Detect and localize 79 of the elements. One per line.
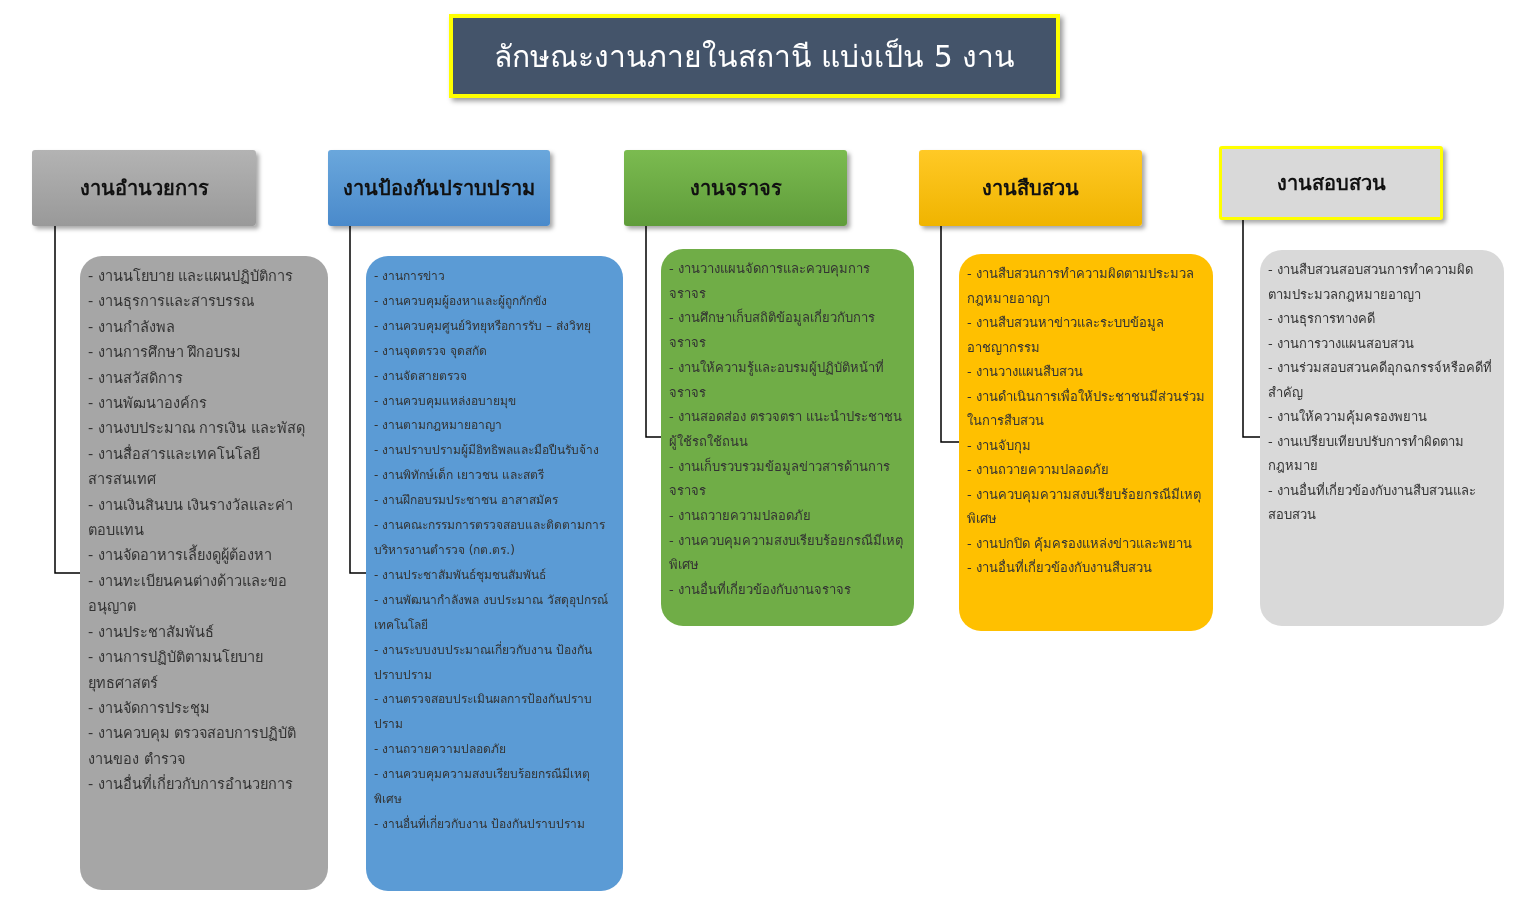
header-box [624,150,847,226]
list-item: - งานอื่นที่เกี่ยวข้องกับงานสืบสวนและสอบสวน [1268,481,1477,524]
list-item: - งานนโยบาย และแผนปฏิบัติการ [88,267,295,286]
header-box [1219,146,1443,220]
list-item: - งานปราบปรามผู้มีอิทธิพลและมือปืนรับจ้าง [374,442,601,460]
list-item: - งานฝึกอบรมประชาชน อาสาสมัคร [374,492,559,510]
list-item: - งานธุรการทางคดี [1268,310,1376,329]
header-label: งานอำนวยการ [79,175,209,202]
connector-line [645,225,662,438]
list-item: - งานให้ความคุ้มครองพยาน [1268,408,1428,427]
list-item: - งานเปรียบเทียบปรับการทำผิดตามกฎหมาย [1268,432,1465,475]
list-box [366,256,623,891]
list-item: - งานสื่อสารและเทคโนโลยีสารสนเทศ [88,443,261,490]
header-label: งานสืบสวน [982,175,1079,202]
list-item: - งานจัดอาหารเลี้ยงดูผู้ต้องหา [88,543,320,569]
list-item: - งานควบคุม ตรวจสอบการปฏิบัติงานของ ตำรวจ [88,724,298,769]
list-box [661,249,914,626]
header-box [328,150,550,226]
list-item: - งานตรวจสอบประเมินผลการป้องกันปราบปราม [374,691,594,734]
list-item: - งานการศึกษา ฝึกอบรม [88,343,243,363]
list-item: - งานควบคุมแหล่งอบายมุข [374,392,518,411]
list-item: - งานพิทักษ์เด็ก เยาวชน และสตรี [374,466,545,485]
list-item: - งานระบบงบประมาณเกี่ยวกับงาน ป้องกันปราบปราม [374,640,593,684]
header-box [32,150,256,226]
list-item: - งานเก็บรวบรวมข้อมูลข่าวสารด้านการจราจร [669,456,891,501]
list-item: - งานอื่นที่เกี่ยวข้องกับงานจราจร [669,580,852,600]
list-item: - งานงบประมาณ การเงิน และพัสดุ [88,419,307,439]
list-item: - งานศึกษาเก็บสถิติข้อมูลเกี่ยวกับการจราจร [669,307,876,353]
list-item: - งานสืบสวนการทำความผิดตามประมวลกฎหมายอาญา [967,265,1195,308]
list-item: - งานเงินสินบน เงินรางวัลและค่าตอบแทน [88,495,295,541]
list-item: - งานร่วมสอบสวนคดีอุกฉกรรจ์หรือคดีที่สำคัญ [1268,358,1493,402]
list-item: - งานถวายความปลอดภัย [967,461,1110,479]
list-item: - งานสืบสวนสอบสวนการทำความผิดตามประมวลกฎหมายอาญา [1268,261,1474,304]
list-item: - งานควบคุมความสงบเรียบร้อยกรณีมีเหตุพิเศษ [967,485,1202,528]
list-item: - งานจุดตรวจ จุดสกัด [374,342,488,361]
header-box [919,150,1142,226]
list-item: - งานการวางแผนสอบสวน [1268,334,1415,353]
list-box [80,256,328,890]
header-label: งานป้องกันปราบปราม [343,175,535,202]
header-label: งานจราจร [689,175,782,202]
list-item: - งานพัฒนากำลังพล งบประมาณ วัสดุอุปกรณ์เทคโนโลยี [374,591,609,634]
list-item: - งานการข่าว [374,268,447,285]
list-item: - งานการปฏิบัติตามนโยบายยุทธศาสตร์ [88,648,264,694]
list-item: - งานธุรการและสารบรรณ [88,292,255,312]
list-item: - งานจัดสายตรวจ [374,367,469,385]
header-label: งานสอบสวน [1276,170,1386,197]
list-item: - งานสืบสวนหาข่าวและระบบข้อมูลอาชญากรรม [967,314,1165,357]
list-item: - งานจัดการประชุม [88,698,211,719]
list-box [959,254,1213,631]
list-item: - งานตามกฎหมายอาญา [374,417,504,435]
title-banner: ลักษณะงานภายในสถานี แบ่งเป็น 5 งาน [449,14,1060,98]
connector-line [349,225,367,574]
list-item: - งานพัฒนาองค์กร [88,394,208,414]
list-item: - งานควบคุมความสงบเรียบร้อยกรณีมีเหตุพิเศษ [669,531,904,575]
list-item: - งานสวัสดิการ [88,368,184,388]
list-item: - งานสอดส่อง ตรวจตรา แนะนำประชาชนผู้ใช้รถใช้ถนน [669,408,904,452]
list-item: - งานถวายความปลอดภัย [374,741,508,759]
list-item: - งานอื่นที่เกี่ยวข้องกับงานสืบสวน [967,558,1153,577]
list-item: - งานอื่นที่เกี่ยวกับงาน ป้องกันปราบปราม [374,814,586,833]
list-box [1260,250,1504,626]
list-item: - งานควบคุมผู้องหาและผู้ถูกกักขัง [374,292,549,311]
list-item: - งานดำเนินการเพื่อให้ประชาชนมีส่วนร่วมในการสืบสวน [967,387,1205,430]
list-item: - งานปกปิด คุ้มครองแหล่งข่าวและพยาน [967,534,1193,554]
list-item: - งานวางแผนจัดการและควบคุมการจราจร [669,260,871,303]
list-item: - งานจับกุม [967,436,1032,456]
connector-line [940,225,960,443]
list-item: - งานกำลังพล [88,317,176,337]
list-item: - งานถวายความปลอดภัย [669,507,812,526]
list-item: - งานควบคุมความสงบเรียบร้อยกรณีมีเหตุพิเศษ [374,766,592,809]
connector-line [54,225,81,574]
list-item: - งานให้ความรู้และอบรมผู้ปฏิบัติหน้าที่จราจร [669,358,885,402]
list-item: - งานประชาสัมพันธ์ [88,622,215,642]
list-item: - งานอื่นที่เกี่ยวกับการอำนวยการ [88,773,294,795]
list-item: - งานประชาสัมพันธ์ชุมชนสัมพันธ์ [374,566,548,585]
list-item: - งานทะเบียนคนต่างด้าวและขออนุญาต [88,571,288,617]
list-item: - งานวางแผนสืบสวน [967,363,1084,381]
connector-line [1242,219,1261,438]
list-item: - งานคณะกรรมการตรวจสอบและติดตามการบริหารงานตำรวจ (กต.ตร.) [374,517,607,559]
list-item: - งานควบคุมศูนย์วิทยุหรือการรับ – ส่งวิทยุ [374,317,592,336]
